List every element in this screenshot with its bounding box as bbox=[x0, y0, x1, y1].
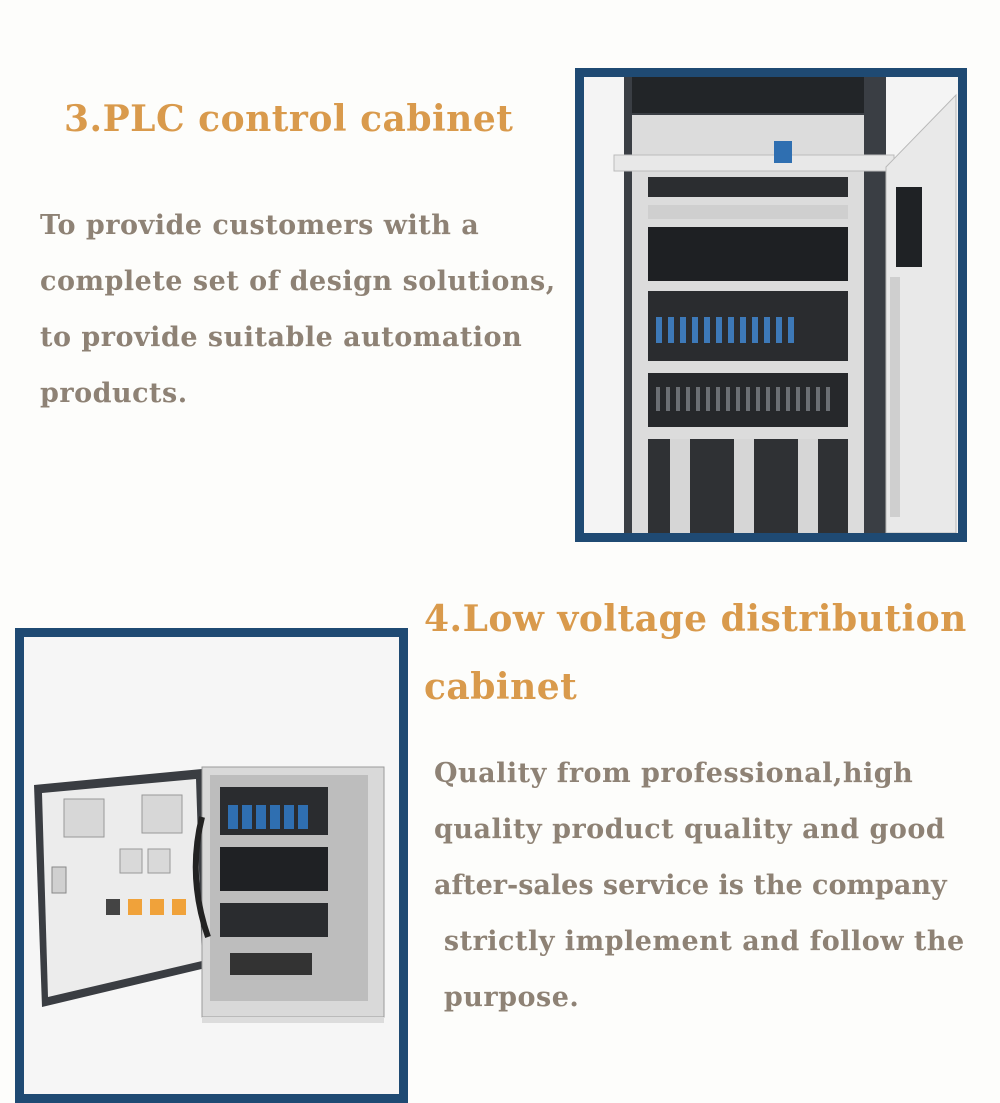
plc-description-line: To provide customers with a bbox=[40, 210, 480, 241]
low-voltage-description-line: quality product quality and good bbox=[434, 814, 946, 845]
low-voltage-cabinet-image bbox=[15, 628, 408, 1103]
plc-description-line: to provide suitable automation bbox=[40, 322, 523, 353]
plc-section-title: 3.PLC control cabinet bbox=[64, 98, 514, 140]
low-voltage-description-line: strictly implement and follow the bbox=[434, 926, 965, 957]
low-voltage-section-title: 4.Low voltage distribution cabinet bbox=[424, 598, 994, 728]
plc-cabinet-image bbox=[575, 68, 967, 542]
low-voltage-description-line: purpose. bbox=[434, 982, 580, 1013]
low-voltage-title-line: 4.Low voltage distribution bbox=[424, 598, 967, 640]
plc-cabinet-illustration bbox=[584, 77, 958, 533]
plc-section-description: To provide customers with a complete set… bbox=[40, 210, 580, 420]
low-voltage-description-line: after-sales service is the company bbox=[434, 870, 947, 901]
low-voltage-cabinet-illustration bbox=[24, 637, 399, 1094]
plc-description-line: complete set of design solutions, bbox=[40, 266, 556, 297]
low-voltage-section-description: Quality from professional,high quality p… bbox=[434, 758, 996, 1028]
plc-description-line: products. bbox=[40, 378, 188, 409]
low-voltage-description-line: Quality from professional,high bbox=[434, 758, 914, 789]
low-voltage-title-line: cabinet bbox=[424, 666, 578, 708]
